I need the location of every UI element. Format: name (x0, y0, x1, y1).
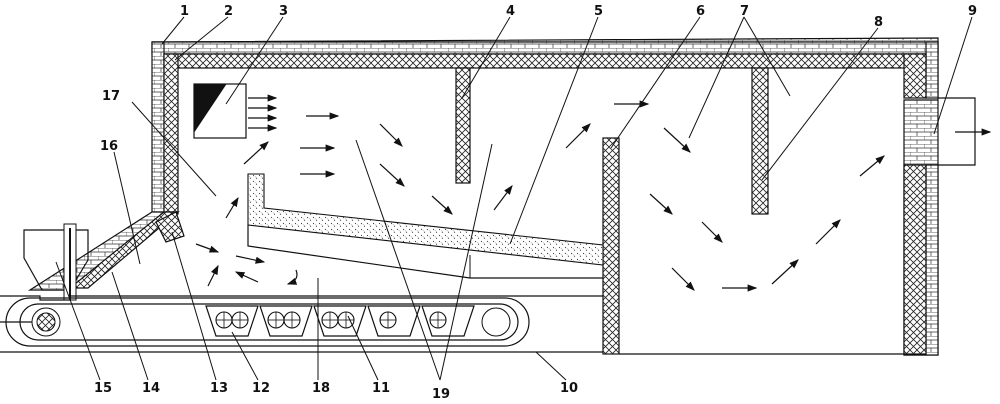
label-6: 6 (696, 4, 705, 19)
label-5: 5 (594, 4, 603, 19)
exhaust-outlet (938, 97, 992, 166)
flow-arrows (195, 94, 885, 292)
label-14: 14 (142, 381, 160, 396)
label-8: 8 (874, 15, 883, 30)
label-2: 2 (224, 4, 233, 19)
label-19: 19 (432, 387, 450, 402)
baffle-wall-8 (751, 67, 769, 215)
leader-lines (55, 16, 973, 381)
refractory-lining (27, 53, 927, 356)
inclined-hearth (247, 173, 604, 279)
label-4: 4 (506, 4, 515, 19)
label-7: 7 (740, 4, 749, 19)
label-17: 17 (102, 89, 120, 104)
label-15: 15 (94, 381, 112, 396)
conveyor-chain (0, 295, 603, 353)
slag-gate (155, 211, 185, 243)
label-1: 1 (180, 4, 189, 19)
label-10: 10 (560, 381, 578, 396)
label-18: 18 (312, 381, 330, 396)
burner (193, 83, 247, 139)
label-12: 12 (252, 381, 270, 396)
partition-wall-6 (602, 137, 620, 355)
label-3: 3 (279, 4, 288, 19)
air-boxes (205, 305, 475, 337)
label-9: 9 (968, 4, 977, 19)
part-labels: 1 2 3 4 5 6 7 8 9 10 11 12 13 14 15 16 1… (94, 4, 977, 402)
outer-brick-shell (151, 37, 939, 356)
label-13: 13 (210, 381, 228, 396)
baffle-wall-4 (455, 67, 471, 184)
label-11: 11 (372, 381, 390, 396)
label-16: 16 (100, 139, 118, 154)
